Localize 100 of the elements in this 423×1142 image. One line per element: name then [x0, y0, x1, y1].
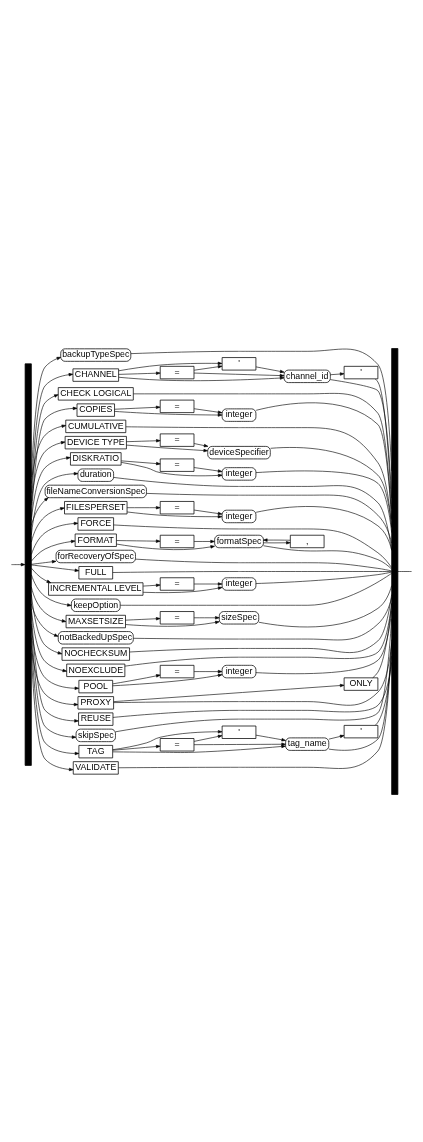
arrow [328, 734, 345, 739]
connector [270, 446, 392, 528]
node-box: integer [221, 509, 257, 523]
connector [255, 609, 392, 674]
arrow [31, 593, 63, 654]
arrow [330, 371, 345, 376]
connector [113, 476, 392, 551]
arrow [31, 586, 67, 622]
node-box: formatSpec [214, 534, 264, 548]
arrow [193, 372, 285, 377]
node-box: sizeSpec [218, 610, 260, 624]
connector [255, 470, 392, 533]
arrow [31, 356, 62, 477]
connector [135, 558, 392, 571]
arrow [116, 539, 161, 543]
arrow [31, 471, 79, 535]
connector [255, 402, 392, 520]
arrow [31, 636, 80, 755]
connector [375, 655, 392, 725]
arrow [142, 586, 223, 593]
connector [119, 572, 392, 606]
arrow [193, 466, 223, 473]
arrow [112, 673, 223, 686]
node-box: = [159, 610, 195, 624]
arrow [31, 611, 79, 722]
node-box: ' [221, 356, 257, 370]
connector [125, 425, 392, 527]
node-box: = [159, 365, 195, 379]
node-box: FORCE [77, 516, 114, 531]
node-box: FORMAT [74, 533, 117, 547]
arrow [193, 669, 223, 673]
node-box: forRecoveryOfSpec [55, 549, 136, 563]
node-box: = [159, 399, 195, 413]
arrow [121, 460, 161, 465]
connector [328, 638, 392, 751]
node-box: = [159, 737, 195, 751]
arrow [31, 559, 57, 565]
node-box: = [159, 500, 195, 514]
node-box: REUSE [78, 712, 114, 726]
arrow [142, 583, 161, 587]
arrow [126, 444, 208, 452]
arrow [113, 683, 345, 702]
node-box: MAXSETSIZE [65, 614, 126, 628]
arrow [31, 393, 59, 506]
connector [255, 505, 392, 550]
node-box: PROXY [77, 695, 114, 709]
arrow [31, 623, 77, 739]
node-box: skipSpec [75, 728, 116, 742]
connector [255, 571, 392, 584]
connector [372, 602, 392, 678]
arrow [193, 742, 286, 746]
arrow [193, 539, 215, 543]
arrow [31, 652, 74, 771]
node-box: integer [221, 408, 257, 422]
arrow [193, 407, 223, 414]
node-box: = [159, 433, 195, 447]
node-box: DISKRATIO [70, 451, 122, 466]
node-box: FILESPERSET [64, 500, 128, 514]
arrow [193, 364, 223, 371]
node-box: DEVICE TYPE [64, 435, 127, 449]
arrow [116, 543, 215, 550]
connector [375, 378, 392, 509]
arrow [31, 603, 59, 637]
arrow [31, 506, 65, 542]
arrow [118, 371, 161, 375]
arrow [255, 366, 285, 373]
arrow [263, 537, 291, 542]
arrow [255, 734, 286, 741]
node-box: = [159, 664, 195, 678]
node-box: CHECK LOGICAL [57, 386, 134, 400]
node-box: COPIES [76, 403, 115, 417]
arrow [193, 581, 223, 586]
arrow [193, 509, 223, 515]
arrow [31, 567, 52, 583]
node-box: ' [221, 725, 257, 739]
node-box: deviceSpecifier [207, 445, 271, 459]
node-box: tag_name [285, 737, 330, 751]
arrow [118, 361, 223, 371]
node-box: ONLY [343, 676, 379, 691]
arrow [31, 564, 80, 572]
connector [397, 570, 412, 572]
node-box: fileNameConversionSpec [44, 484, 147, 498]
arrow [31, 372, 74, 494]
node-bar [24, 362, 32, 766]
arrow [112, 744, 286, 753]
node-box: duration [77, 468, 114, 482]
node-box: = [159, 458, 195, 472]
arrow [112, 673, 161, 684]
node-box: CUMULATIVE [65, 419, 127, 433]
node-box: NOCHECKSUM [61, 646, 130, 661]
arrow [31, 455, 71, 521]
arrow [11, 562, 26, 566]
connector [113, 524, 392, 568]
arrow [112, 744, 161, 751]
arrow [193, 615, 220, 619]
arrow [125, 616, 161, 620]
arrow [31, 521, 79, 555]
node-box: = [159, 534, 195, 548]
node-box: integer [221, 576, 257, 591]
arrow [31, 424, 66, 484]
